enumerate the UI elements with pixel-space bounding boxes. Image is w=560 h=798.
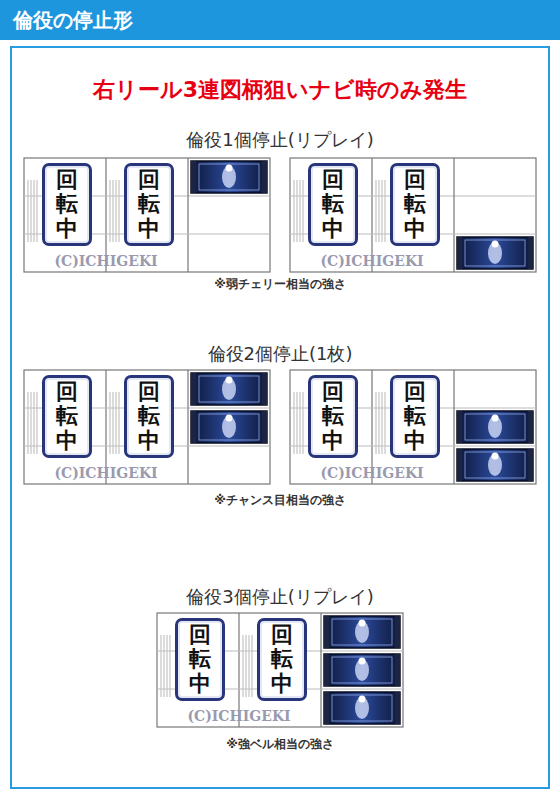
reel-symbol bbox=[324, 616, 400, 648]
watermark: (C)ICHIGEKI bbox=[54, 253, 157, 269]
spinning-text: 回転中 bbox=[404, 380, 426, 453]
section-heading: 倫役2個停止(1枚) bbox=[208, 342, 353, 366]
reel-symbol bbox=[457, 449, 533, 481]
reel-symbol bbox=[324, 692, 400, 724]
strength-note: ※弱チェリー相当の強さ bbox=[214, 276, 346, 293]
watermark: (C)ICHIGEKI bbox=[54, 465, 157, 481]
spinning-text: 回転中 bbox=[404, 168, 426, 241]
spinning-text: 回転中 bbox=[138, 168, 160, 241]
strength-note: ※強ベル相当の強さ bbox=[226, 736, 334, 753]
reel-window bbox=[290, 370, 536, 484]
spinning-box: 回転中 bbox=[42, 163, 92, 246]
watermark: (C)ICHIGEKI bbox=[187, 708, 290, 724]
reel-symbol bbox=[457, 237, 533, 269]
header-bar bbox=[0, 0, 560, 40]
strength-note: ※チャンス目相当の強さ bbox=[214, 492, 346, 509]
section-heading: 倫役3個停止(リプレイ) bbox=[186, 585, 374, 609]
spinning-box: 回転中 bbox=[175, 618, 225, 701]
spinning-box: 回転中 bbox=[257, 618, 307, 701]
spinning-text: 回転中 bbox=[189, 623, 211, 696]
spinning-box: 回転中 bbox=[390, 375, 440, 458]
reel-symbol bbox=[324, 654, 400, 686]
header-title: 倫役の停止形 bbox=[13, 7, 133, 34]
spinning-box: 回転中 bbox=[390, 163, 440, 246]
reel-window bbox=[24, 158, 270, 272]
reel-symbol bbox=[191, 373, 267, 405]
watermark: (C)ICHIGEKI bbox=[320, 253, 423, 269]
spinning-box: 回転中 bbox=[308, 375, 358, 458]
spinning-box: 回転中 bbox=[124, 163, 174, 246]
reel-window bbox=[157, 613, 403, 727]
panel bbox=[11, 47, 549, 788]
spinning-box: 回転中 bbox=[308, 163, 358, 246]
watermark: (C)ICHIGEKI bbox=[320, 465, 423, 481]
spinning-text: 回転中 bbox=[56, 380, 78, 453]
spinning-box: 回転中 bbox=[124, 375, 174, 458]
spinning-text: 回転中 bbox=[138, 380, 160, 453]
reel-window bbox=[24, 370, 270, 484]
spinning-text: 回転中 bbox=[322, 380, 344, 453]
sub-heading: 右リール3連図柄狙いナビ時のみ発生 bbox=[93, 75, 467, 105]
spinning-text: 回転中 bbox=[271, 623, 293, 696]
spinning-box: 回転中 bbox=[42, 375, 92, 458]
reel-window bbox=[290, 158, 536, 272]
spinning-text: 回転中 bbox=[322, 168, 344, 241]
section-heading: 倫役1個停止(リプレイ) bbox=[186, 128, 374, 152]
reel-symbol bbox=[457, 411, 533, 443]
spinning-text: 回転中 bbox=[56, 168, 78, 241]
reel-symbol bbox=[191, 411, 267, 443]
reel-symbol bbox=[191, 161, 267, 193]
